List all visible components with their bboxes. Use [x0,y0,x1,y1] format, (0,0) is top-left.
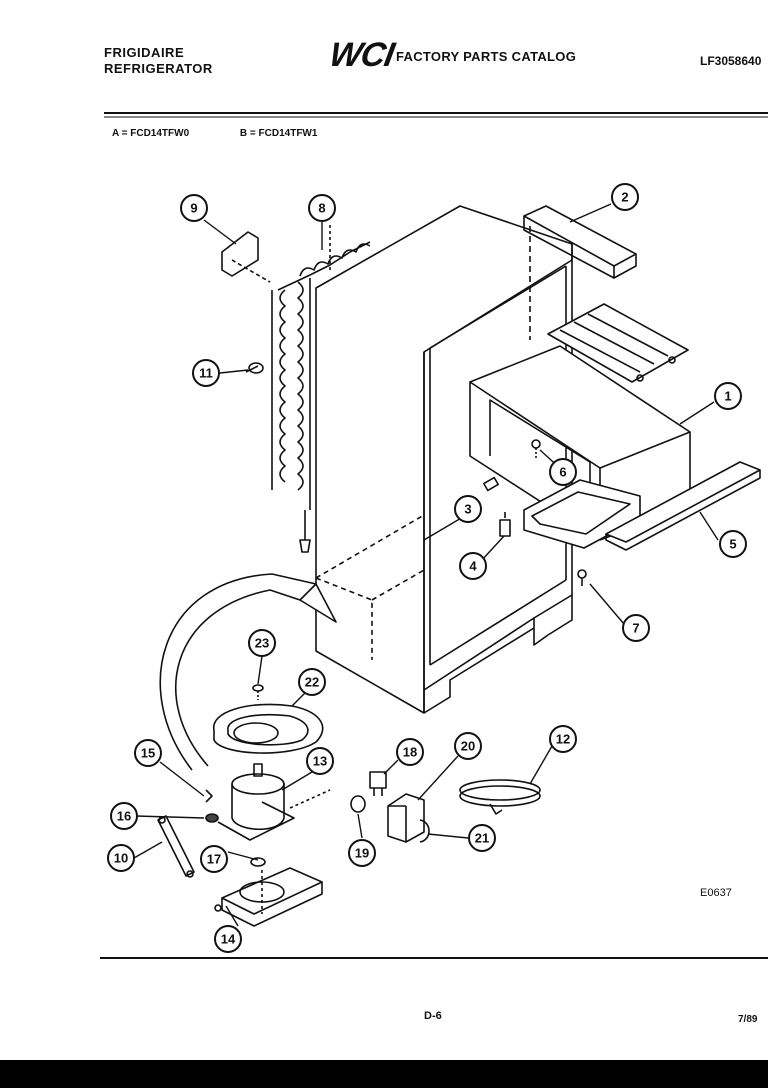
svg-text:5: 5 [729,537,736,552]
callout-13: 13 [306,747,334,775]
callout-2: 2 [611,183,639,211]
svg-text:7: 7 [632,621,639,636]
svg-text:3: 3 [464,502,471,517]
freezer-compartment [469,345,691,549]
callout-11: 11 [192,359,220,387]
leader-lines [133,203,719,927]
callout-19: 19 [348,839,376,867]
page-number: D-6 [424,1010,442,1022]
condenser-coil [271,225,371,553]
callout-12: 12 [549,725,577,753]
top-cover [523,205,637,340]
model-a: A = FCD14TFW0 [112,128,190,139]
compressor [217,763,331,841]
callout-8: 8 [308,194,336,222]
switch-part-3 [483,476,499,492]
svg-text:22: 22 [305,675,319,690]
callout-9: 9 [180,194,208,222]
cabinet-shell [315,205,573,714]
callout-17: 17 [200,845,228,873]
callout-6: 6 [549,458,577,486]
power-cord [459,779,541,815]
svg-text:8: 8 [318,201,325,216]
callout-10: 10 [107,844,135,872]
door-rail [605,461,761,551]
clip-part-15 [205,789,213,803]
callout-5: 5 [719,530,747,558]
callout-3: 3 [454,495,482,523]
svg-text:17: 17 [207,852,221,867]
grommet-part-16 [205,813,219,823]
model-legend: A = FCD14TFW0 B = FCD14TFW1 [112,128,365,139]
grommet-part-23 [252,684,264,700]
catalog-part-number: LF3058640 [700,54,762,68]
svg-text:16: 16 [117,809,131,824]
product-type: REFRIGERATOR [104,61,213,76]
callout-15: 15 [134,739,162,767]
svg-text:11: 11 [199,366,213,381]
relay-part-18 [369,771,387,796]
revision-date: 7/89 [738,1014,758,1025]
grommet-part-17 [250,857,266,867]
svg-text:2: 2 [621,190,628,205]
compressor-base [214,867,323,927]
parts-catalog-page: FRIGIDAIRE REFRIGERATOR WCI FACTORY PART… [0,0,768,1060]
svg-text:14: 14 [221,932,236,947]
bracket-part-10 [157,815,195,878]
screw-part-11 [245,362,264,374]
callout-16: 16 [110,802,138,830]
svg-text:20: 20 [461,739,475,754]
svg-text:15: 15 [141,746,155,761]
model-b: B = FCD14TFW1 [239,128,318,139]
wire-clip-part-21 [419,819,430,843]
callout-22: 22 [298,668,326,696]
callout-4: 4 [459,552,487,580]
svg-text:23: 23 [255,636,269,651]
svg-text:10: 10 [114,851,128,866]
callout-20: 20 [454,732,482,760]
svg-text:18: 18 [403,745,417,760]
catalog-title: FACTORY PARTS CATALOG [396,49,577,64]
callout-1: 1 [714,382,742,410]
svg-text:9: 9 [190,201,197,216]
callout-23: 23 [248,629,276,657]
drain-pan [213,703,324,754]
control-shelf [547,303,689,383]
screw-part-6 [531,439,541,458]
callout-14: 14 [214,925,242,953]
callout-21: 21 [468,824,496,852]
svg-text:21: 21 [475,831,489,846]
assembly-arrow [159,573,337,771]
svg-text:19: 19 [355,846,369,861]
relay-cover-part-20 [387,793,425,843]
svg-text:1: 1 [724,389,731,404]
brand-block: FRIGIDAIRE REFRIGERATOR [104,45,213,77]
brand-name: FRIGIDAIRE [104,45,185,60]
screw-part-7 [577,569,587,586]
exploded-parts-diagram: 1 2 3 4 5 6 7 8 9 10 11 12 13 14 15 16 1… [100,112,768,959]
mounting-clip [221,231,271,283]
svg-text:12: 12 [556,732,570,747]
svg-text:6: 6 [559,465,566,480]
light-part-4 [499,512,511,537]
figure-code: E0637 [700,887,732,899]
svg-text:4: 4 [469,559,477,574]
callout-7: 7 [622,614,650,642]
svg-text:13: 13 [313,754,327,769]
callout-18: 18 [396,738,424,766]
overload-part-19 [350,795,366,813]
